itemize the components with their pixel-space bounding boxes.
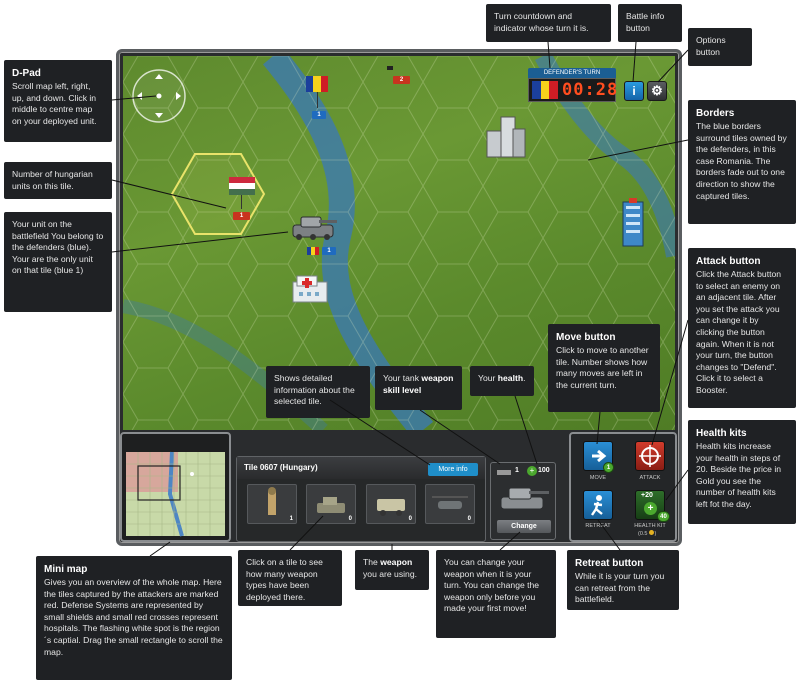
unit-count: 0 xyxy=(348,516,352,522)
callout-dpad: D-Pad Scroll map left, right, up, and do… xyxy=(4,60,112,142)
battle-info-button[interactable]: i xyxy=(624,81,644,101)
callout-tile-info: Shows detailed information about the sel… xyxy=(266,366,370,418)
flag-pole xyxy=(241,195,242,209)
tank-icon xyxy=(317,497,345,513)
turn-indicator: DEFENDER'S TURN 00:28 xyxy=(528,68,619,104)
health-kit-count-badge: 40 xyxy=(657,511,670,522)
hungarian-unit-count: 1 xyxy=(233,212,250,220)
plus-icon: + xyxy=(644,502,657,515)
flag-pole xyxy=(317,92,318,108)
gold-coin-icon xyxy=(649,530,655,535)
tank-weapon-icon xyxy=(500,487,549,510)
move-count-badge: 1 xyxy=(603,462,614,473)
callout-health-kits: Health kits Health kits increase your he… xyxy=(688,420,796,524)
flag-pole xyxy=(387,66,393,70)
callout-health: Your health. xyxy=(470,366,534,396)
capital-buildings-icon xyxy=(486,116,526,158)
options-gear-icon[interactable]: ⚙ xyxy=(647,81,667,101)
retreat-button[interactable] xyxy=(583,490,613,520)
weapon-skill-icon xyxy=(497,470,511,475)
attack-button[interactable] xyxy=(635,441,665,471)
callout-weapon-skill: Your tank weapon skill level xyxy=(375,366,462,410)
callout-borders: Borders The blue borders surround tiles … xyxy=(688,100,796,224)
mini-map[interactable] xyxy=(120,432,231,542)
unit-slot-tank[interactable]: 0 xyxy=(306,484,356,524)
arrow-right-icon xyxy=(592,449,607,463)
callout-battle-info: Battle info button xyxy=(618,4,682,42)
unit-count-badge: 1 xyxy=(312,111,326,119)
more-info-button[interactable]: More info xyxy=(428,463,478,476)
callout-hungarian-units: Number of hungarian units on this tile. xyxy=(4,162,112,199)
unit-slot-helicopter[interactable]: 0 xyxy=(425,484,475,524)
unit-slot-infantry[interactable]: 1 xyxy=(247,484,297,524)
unit-count: 0 xyxy=(408,516,412,522)
dpad-control[interactable] xyxy=(131,68,187,124)
vehicle-icon xyxy=(377,499,405,516)
weapon-skill-level: 1 xyxy=(515,467,519,474)
callout-attack: Attack button Click the Attack button to… xyxy=(688,248,796,408)
callout-click-tile: Click on a tile to see how many weapon t… xyxy=(238,550,342,606)
unit-count: 0 xyxy=(467,516,471,522)
unit-count: 1 xyxy=(289,516,293,522)
health-kit-label: HEALTH KIT xyxy=(634,523,666,529)
change-weapon-button[interactable]: Change xyxy=(497,520,551,533)
hungary-flag xyxy=(229,177,255,195)
helicopter-icon xyxy=(432,496,468,509)
callout-turn-countdown: Turn countdown and indicator whose turn … xyxy=(486,4,611,42)
callout-options: Options button xyxy=(688,28,752,66)
turn-body xyxy=(528,78,616,102)
callout-your-unit: Your unit on the battlefield You belong … xyxy=(4,212,112,312)
callout-change-weapon: You can change your weapon when it is yo… xyxy=(436,550,556,638)
retreat-label: RETREAT xyxy=(585,523,611,529)
crosshair-icon xyxy=(639,445,661,467)
callout-mini-map: Mini map Gives you an overview of the wh… xyxy=(36,556,232,680)
running-man-icon xyxy=(591,495,603,516)
turn-countdown: 00:28 xyxy=(562,80,619,100)
health-plus-icon: + xyxy=(527,466,537,476)
romania-flag xyxy=(306,76,328,92)
unit-slot-vehicle[interactable]: 0 xyxy=(366,484,416,524)
own-unit-count: 1 xyxy=(322,247,336,255)
tank-unit-icon[interactable] xyxy=(289,211,339,241)
turn-label: DEFENDER'S TURN xyxy=(528,68,616,78)
callout-move: Move button Click to move to another til… xyxy=(548,324,660,412)
romania-flag xyxy=(532,81,559,99)
soldier-icon xyxy=(268,487,276,515)
hospital-building-icon xyxy=(292,275,328,303)
move-label: MOVE xyxy=(589,475,607,481)
callout-retreat: Retreat button While it is your turn you… xyxy=(567,550,679,610)
player-flag-small xyxy=(307,247,319,255)
enemy-unit-count-badge: 2 xyxy=(393,76,410,84)
mini-map-canvas xyxy=(126,451,225,537)
defense-tower-icon xyxy=(622,198,644,247)
health-value: 100 xyxy=(538,467,550,474)
callout-weapon-using: The weapon you are using. xyxy=(355,550,429,590)
health-kit-price: (0.5) xyxy=(638,530,657,537)
health-kit-amount: +20 xyxy=(641,492,653,499)
attack-label: ATTACK xyxy=(639,475,661,481)
